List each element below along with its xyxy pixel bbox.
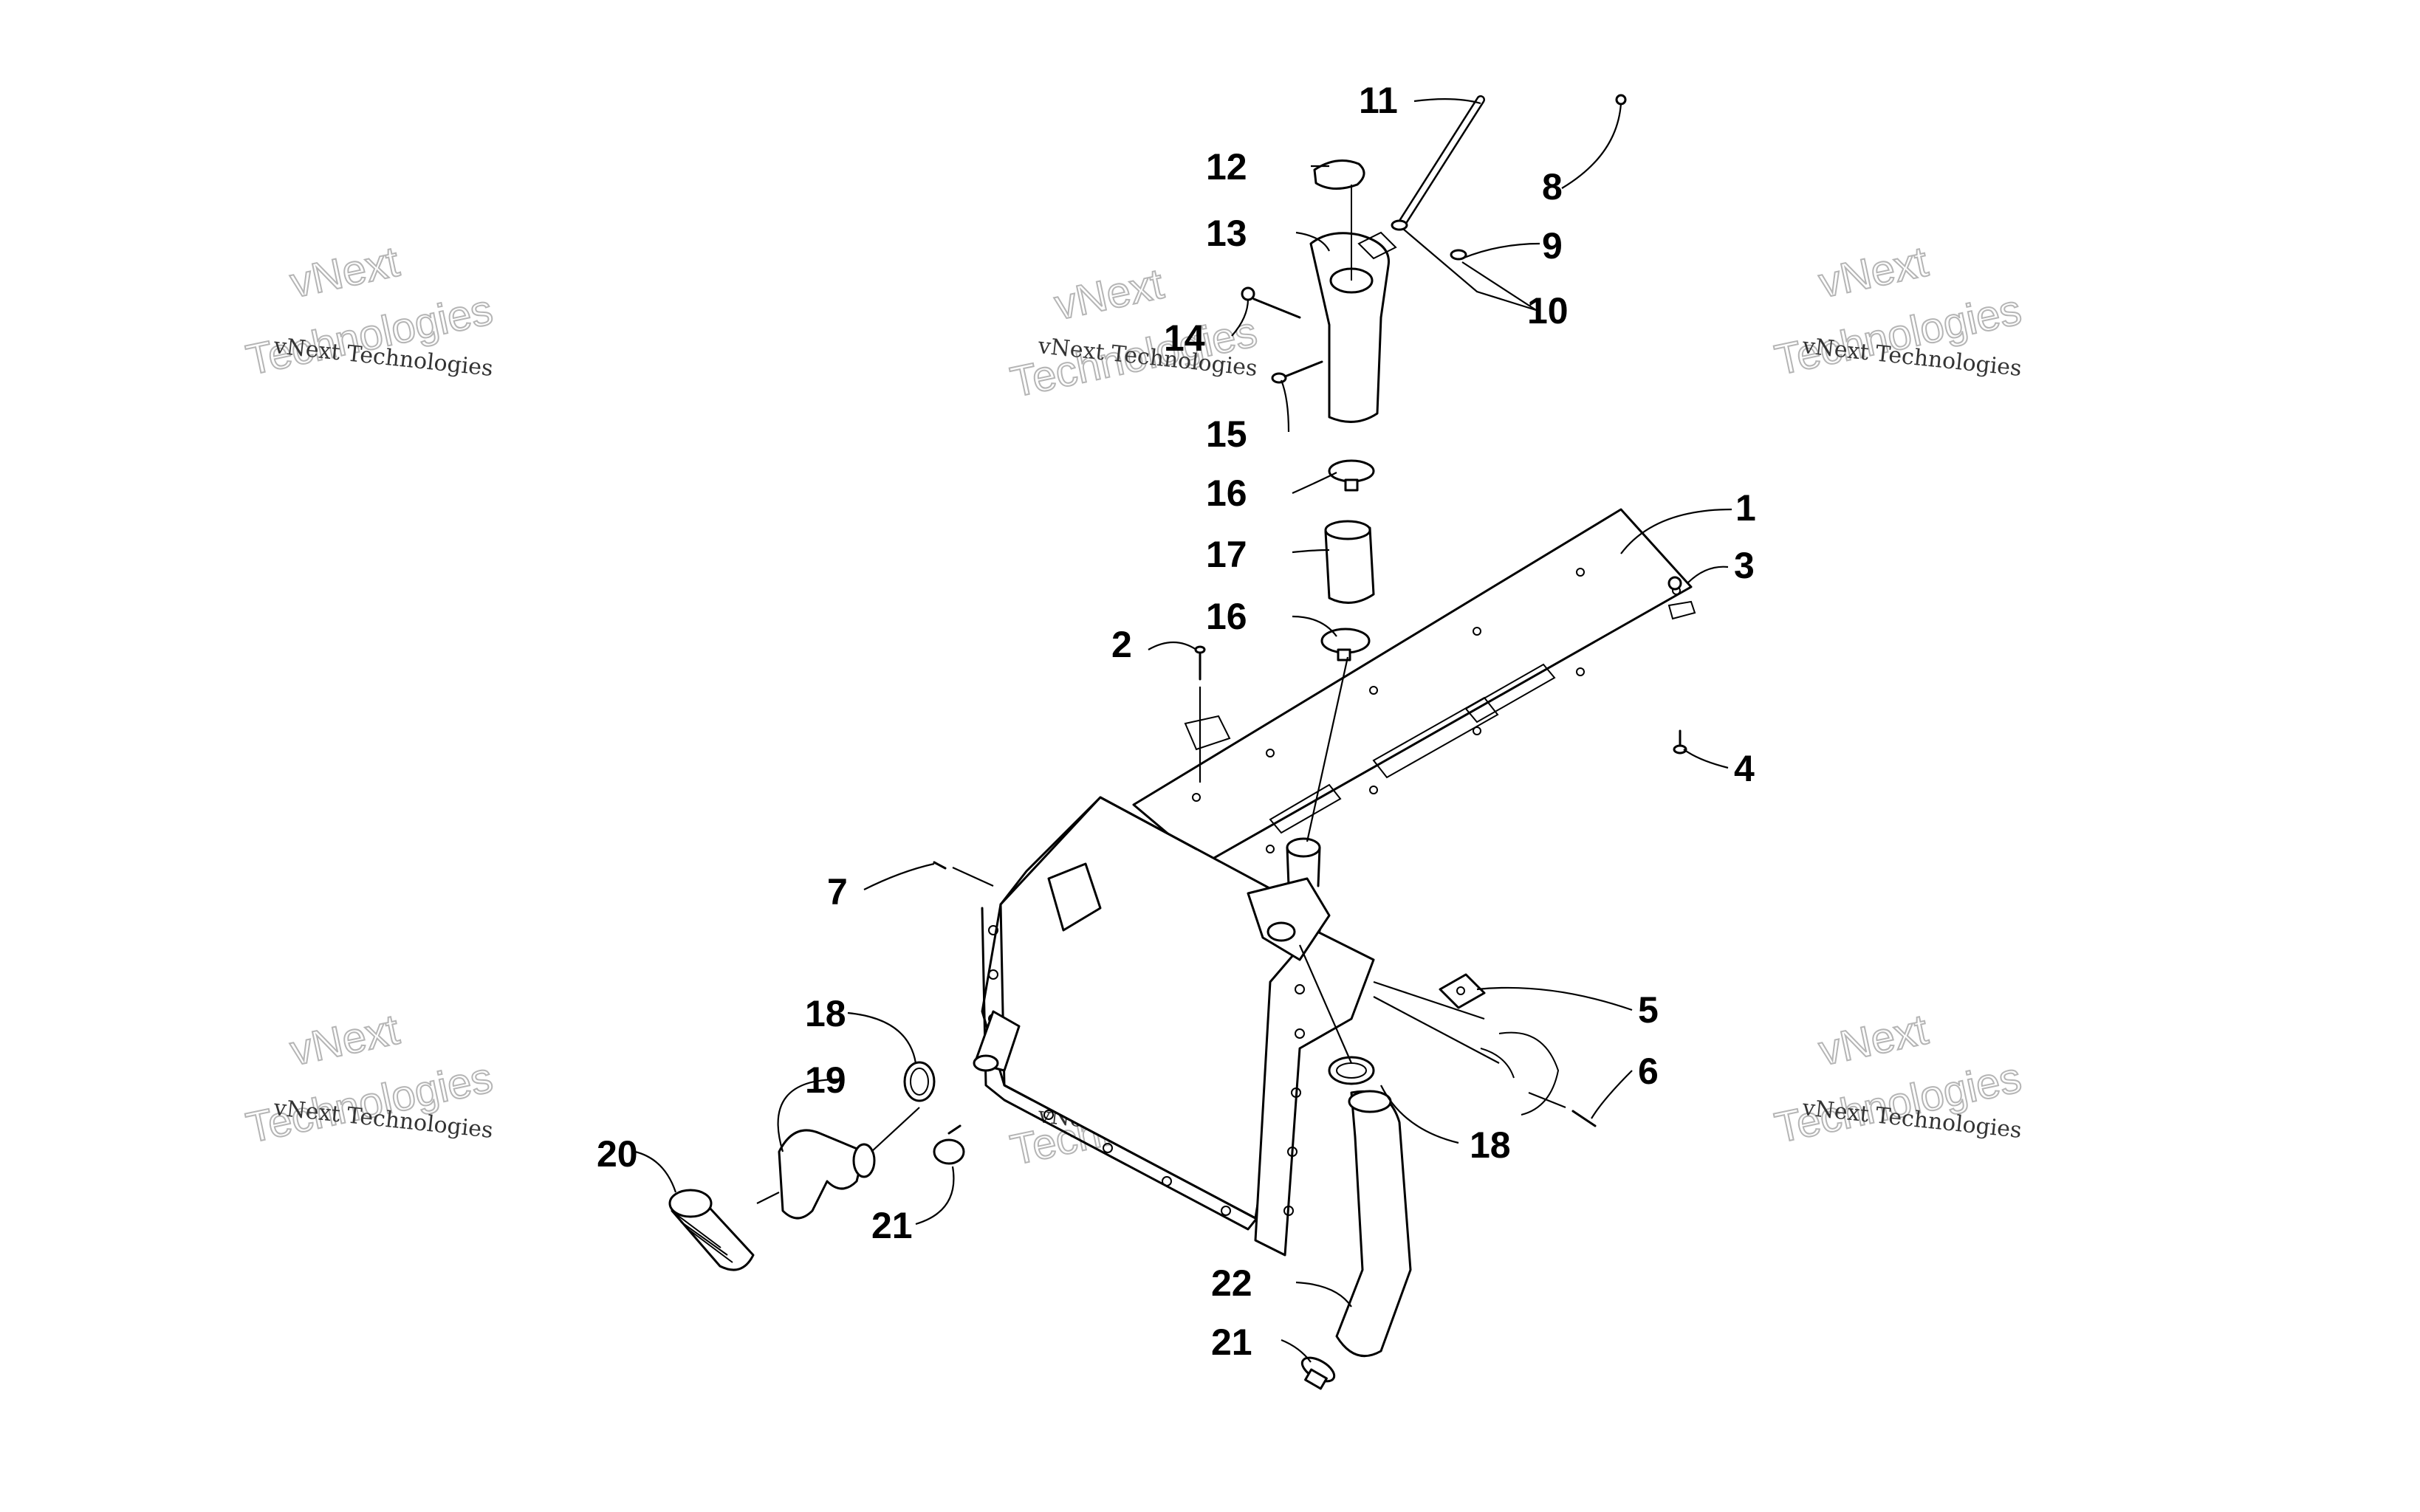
callout-15: 15: [1206, 413, 1247, 455]
part-5-gasket: [1439, 973, 1486, 1009]
callout-14: 14: [1164, 317, 1205, 359]
callout-21-bottom: 21: [1211, 1322, 1252, 1363]
part-7-pin: [933, 861, 947, 870]
callout-8: 8: [1542, 166, 1563, 207]
part-20-coupling: [668, 1189, 780, 1271]
callout-10: 10: [1527, 290, 1569, 331]
part-12-cap: [1313, 159, 1365, 190]
callout-6: 6: [1638, 1051, 1659, 1092]
part-4-screw: [1673, 729, 1687, 755]
part-2-screw: [1184, 645, 1231, 783]
watermark-top-center: vNext Technologies: [1006, 259, 1262, 408]
callout-16-upper: 16: [1206, 472, 1247, 514]
callout-4: 4: [1734, 748, 1755, 789]
heat-exchanger-body: [973, 796, 1375, 1257]
callout-18-left: 18: [805, 993, 846, 1034]
watermark-big-line-1: vNext: [1050, 260, 1168, 329]
callout-5: 5: [1638, 989, 1659, 1031]
watermark-big-line-1: vNext: [1814, 1006, 1932, 1075]
watermark-big-line-1: vNext: [286, 1006, 403, 1075]
part-3-nut: [1667, 576, 1696, 620]
watermark-big-line-1: vNext: [286, 238, 403, 307]
part-18-clamp-left: [903, 1061, 936, 1102]
callout-19: 19: [805, 1059, 846, 1101]
part-13-filler-neck: [1309, 185, 1397, 423]
assembly-lines: [952, 866, 1566, 1109]
callout-18-right: 18: [1470, 1124, 1511, 1166]
callout-16-lower: 16: [1206, 596, 1247, 637]
watermark-big-line-1: vNext: [1814, 238, 1932, 307]
callout-leaders: [634, 98, 1732, 1363]
callout-1: 1: [1735, 487, 1756, 529]
part-16-clamp-upper: [1328, 459, 1375, 492]
part-19-elbow-hose: [778, 1107, 920, 1220]
part-10-fittings: [1391, 219, 1467, 261]
part-11-tube: [1399, 95, 1485, 226]
callout-13: 13: [1206, 213, 1247, 254]
callout-17: 17: [1206, 534, 1247, 575]
part-9-hose: [1456, 94, 1627, 257]
part-22-long-hose: [1298, 944, 1412, 1358]
callout-labels: 1 2 3 4 5 6 7 8 9 10 11 12 13 14 15 16 1…: [597, 80, 1756, 1363]
callout-12: 12: [1206, 146, 1247, 188]
callout-9: 9: [1542, 225, 1563, 267]
callout-21-left: 21: [871, 1205, 913, 1246]
part-6-clip: [1480, 1031, 1597, 1127]
part-16-clamp-lower: [1320, 628, 1371, 662]
part-21-clamp-left: [933, 1124, 965, 1165]
part-15-screw: [1271, 360, 1323, 384]
callout-3: 3: [1734, 545, 1755, 586]
callout-11: 11: [1359, 80, 1398, 121]
callout-2: 2: [1111, 624, 1132, 665]
callout-22: 22: [1211, 1262, 1252, 1304]
part-17-hose: [1324, 520, 1375, 604]
callout-7: 7: [827, 871, 848, 913]
part-21-clamp-bottom: [1300, 1356, 1336, 1390]
callout-20: 20: [597, 1133, 638, 1175]
